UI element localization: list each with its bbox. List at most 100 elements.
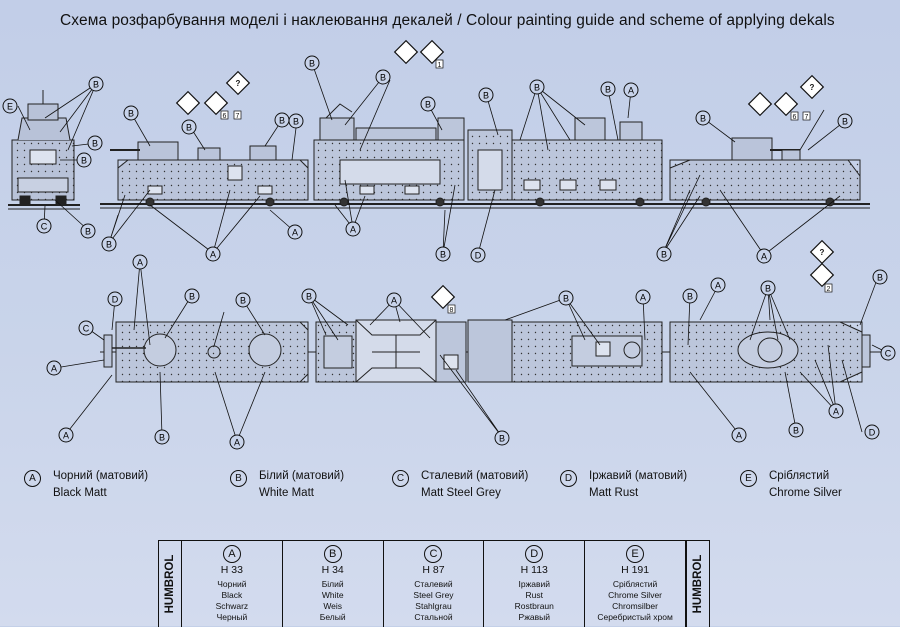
callout-b xyxy=(682,288,698,304)
paint-name: Rust xyxy=(525,590,544,600)
paint-name: White xyxy=(321,590,344,600)
callout-a xyxy=(731,427,747,443)
decal-diamond xyxy=(748,92,772,116)
callout-b xyxy=(837,113,853,129)
paint-name: Schwarz xyxy=(215,601,249,611)
callout-b xyxy=(478,87,494,103)
callout-b xyxy=(76,152,92,168)
paint-letter: B xyxy=(323,545,342,563)
legend-ua: Сріблястий xyxy=(769,470,830,482)
callout-b xyxy=(88,76,104,92)
callout-a xyxy=(635,289,651,305)
legend-letter: E xyxy=(740,470,757,487)
paint-code: H 33 xyxy=(220,564,243,576)
callout-b xyxy=(87,135,103,151)
paint-name: Rostbraun xyxy=(514,601,554,611)
legend-item-rust: D Іржавий (матовий) Matt Rust xyxy=(560,468,687,502)
legend-ua: Чорний (матовий) xyxy=(53,470,149,482)
legend-item-black: A Чорний (матовий) Black Matt xyxy=(24,468,148,502)
legend-ua: Сталевий (матовий) xyxy=(421,470,529,482)
legend-en: Matt Rust xyxy=(589,487,639,499)
humbrol-table: HUMBROL A H 33 Чорний Black Schwarz Черн… xyxy=(158,540,710,627)
callout-e xyxy=(2,98,18,114)
callout-d xyxy=(864,424,880,440)
legend-letter: C xyxy=(392,470,409,487)
legend-en: Chrome Silver xyxy=(769,487,842,499)
legend-item-steel: C Сталевий (матовий) Matt Steel Grey xyxy=(392,468,528,502)
callout-b xyxy=(558,290,574,306)
callout-b xyxy=(123,105,139,121)
paint-column-b: B H 34 Білий White Weis Белый xyxy=(283,541,384,627)
callout-b xyxy=(656,246,672,262)
paint-column-c: C H 87 Сталевий Steel Grey Stahlgrau Ста… xyxy=(384,541,485,627)
decal-number-2: 2 xyxy=(827,286,831,293)
callout-b xyxy=(184,288,200,304)
callout-a xyxy=(345,221,361,237)
callout-a xyxy=(132,254,148,270)
paint-code: H 34 xyxy=(321,564,344,576)
callout-b xyxy=(181,119,197,135)
paint-name: Серебристый хром xyxy=(597,612,673,622)
paint-letter: C xyxy=(424,545,443,563)
callout-b xyxy=(529,79,545,95)
callout-b xyxy=(375,69,391,85)
paint-name: Сталевий xyxy=(414,579,453,589)
legend-letter: D xyxy=(560,470,577,487)
decal-markers: ? 6 7 1 ? 6 7 8 ? 2 xyxy=(176,40,834,314)
callout-c xyxy=(78,320,94,336)
callout-b xyxy=(600,81,616,97)
decal-diamond xyxy=(810,263,834,287)
paint-letter: E xyxy=(626,545,645,563)
legend-en: Black Matt xyxy=(53,487,107,499)
train-drawing: B A C D E xyxy=(2,40,896,450)
paint-column-e: E H 191 Сріблястий Chrome Silver Chromsi… xyxy=(585,541,686,627)
paint-code: H 191 xyxy=(621,564,650,576)
decal-number-6: 6 xyxy=(793,114,797,121)
decal-number-7: 7 xyxy=(236,113,240,120)
decal-question-mark: ? xyxy=(820,248,825,257)
callout-a xyxy=(623,82,639,98)
callout-a xyxy=(229,434,245,450)
paint-name: Stahlgrau xyxy=(415,601,452,611)
callout-b xyxy=(760,280,776,296)
paint-letter: A xyxy=(222,545,241,563)
humbrol-label-right: HUMBROL xyxy=(685,541,709,627)
decal-diamond xyxy=(394,40,418,64)
paint-letter: D xyxy=(525,545,544,563)
callout-b xyxy=(288,113,304,129)
paint-name: Steel Grey xyxy=(413,590,454,600)
callout-b xyxy=(274,112,290,128)
decal-number-6: 6 xyxy=(223,113,227,120)
decal-number-7: 7 xyxy=(805,114,809,121)
callout-d xyxy=(470,247,486,263)
callout-b xyxy=(80,223,96,239)
decal-question-mark: ? xyxy=(810,83,815,92)
callout-b xyxy=(304,55,320,71)
callout-b xyxy=(101,236,117,252)
humbrol-label-left: HUMBROL xyxy=(159,541,182,627)
legend-en: Matt Steel Grey xyxy=(421,487,501,499)
callout-a xyxy=(386,292,402,308)
callout-a xyxy=(828,403,844,419)
legend-ua: Іржавий (матовий) xyxy=(589,470,688,482)
callout-b xyxy=(235,292,251,308)
callout-a xyxy=(710,277,726,293)
decal-question-mark: ? xyxy=(236,79,241,88)
paint-name: Белый xyxy=(319,612,346,622)
callout-b xyxy=(788,422,804,438)
decal-number-8: 8 xyxy=(450,307,454,314)
paint-name: Чорний xyxy=(217,579,247,589)
leader-lines xyxy=(17,62,889,442)
legend-letter: A xyxy=(24,470,41,487)
callout-a xyxy=(287,224,303,240)
callout-b xyxy=(420,96,436,112)
callout-b xyxy=(301,288,317,304)
legend-item-white: B Білий (матовий) White Matt xyxy=(230,468,344,502)
callout-b xyxy=(695,110,711,126)
paint-name: Weis xyxy=(323,601,343,611)
paint-column-a: A H 33 Чорний Black Schwarz Черный xyxy=(182,541,283,627)
callout-d xyxy=(107,291,123,307)
callout-a xyxy=(756,248,772,264)
callout-a xyxy=(58,427,74,443)
